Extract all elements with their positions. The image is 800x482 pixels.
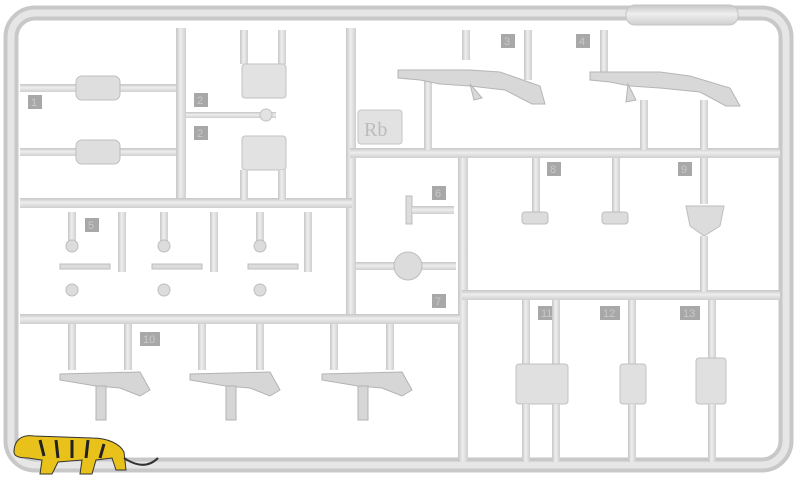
- part-number-4: 4: [579, 36, 585, 48]
- frame-tab: [625, 4, 739, 26]
- brand-plate: Rb: [357, 109, 403, 145]
- part-5-group: [59, 212, 312, 297]
- part-number-3: 3: [504, 36, 510, 48]
- vertical-runners: [176, 28, 468, 462]
- part-2-group: [240, 30, 287, 200]
- part-number-6: 6: [435, 188, 441, 200]
- part-number-11: 11: [541, 308, 552, 320]
- part-11-13-group: [515, 300, 727, 462]
- part-number-12: 12: [603, 308, 615, 320]
- part-number-7: 7: [435, 296, 441, 308]
- part-3-4-group: [397, 30, 741, 150]
- horizontal-runners: [20, 112, 780, 324]
- part-number-13: 13: [683, 308, 695, 320]
- part-number-8: 8: [550, 164, 556, 176]
- part-number-5: 5: [88, 220, 94, 232]
- part-number-9: 9: [681, 164, 687, 176]
- part-1-group: [20, 75, 176, 165]
- part-number-10: 10: [143, 334, 155, 346]
- part-6-7-group: [356, 195, 456, 281]
- part-8-9-group: [521, 158, 725, 292]
- tiger-logo-icon: [13, 435, 159, 475]
- part-number-2b: 2: [197, 128, 203, 140]
- part-10-group: [59, 324, 413, 421]
- part-tags: 1 2 2 3 4 5 6 7 8 9 10 11 12 13: [28, 34, 700, 346]
- part-number-1: 1: [31, 97, 37, 109]
- outer-frame-highlight: [7, 9, 790, 469]
- part-number-2a: 2: [197, 95, 203, 107]
- brand-mark: Rb: [364, 119, 387, 141]
